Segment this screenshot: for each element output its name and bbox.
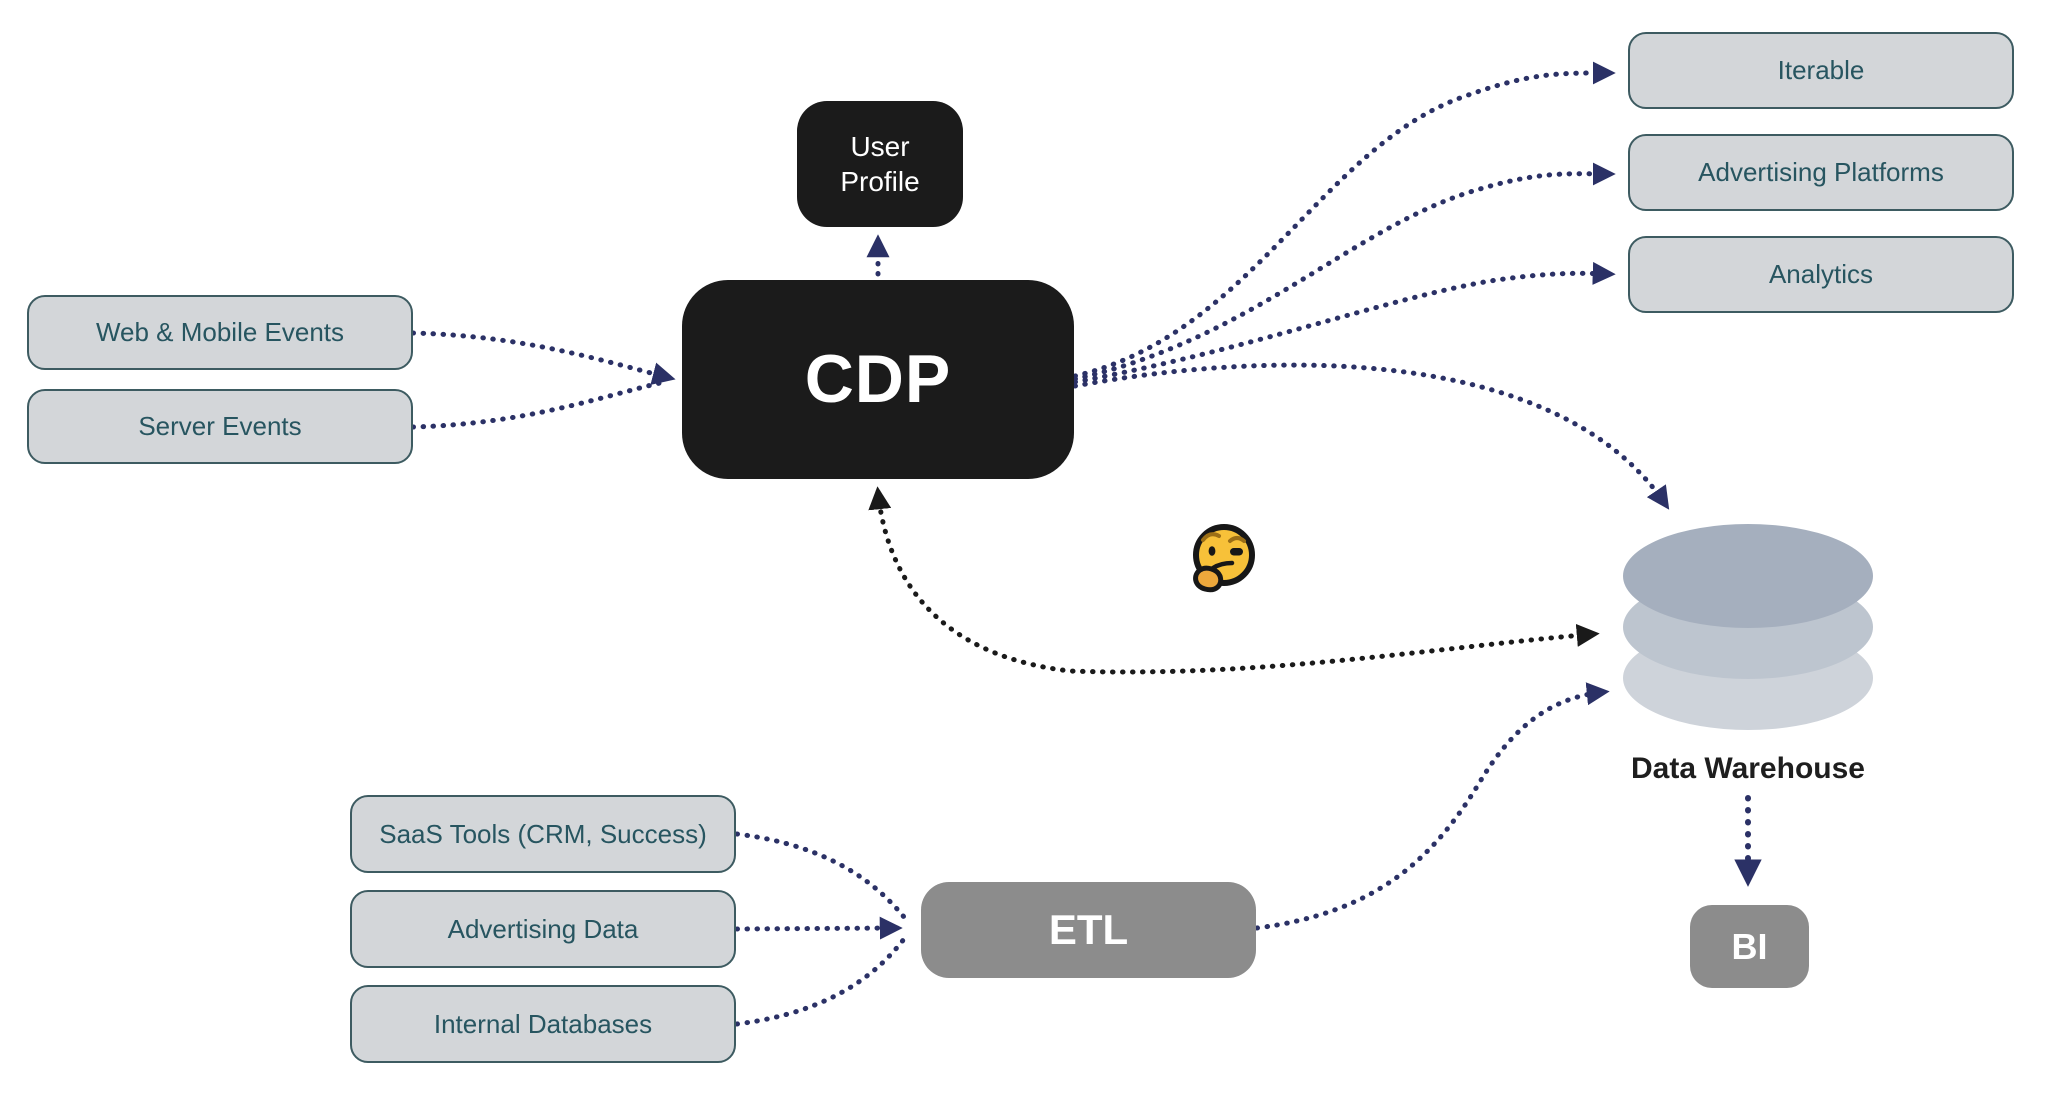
edge-cdp-to-analytics bbox=[1072, 261, 1616, 385]
node-label: Advertising Data bbox=[447, 913, 639, 944]
node-label: Server Events bbox=[138, 411, 302, 442]
node-label: SaaS Tools (CRM, Success) bbox=[379, 818, 707, 849]
node-label: Iterable bbox=[1777, 55, 1865, 86]
database-cylinder-icon bbox=[1623, 524, 1873, 730]
node-analytics: Analytics bbox=[1628, 236, 2014, 313]
edge-advertising-data-to-etl bbox=[734, 916, 903, 940]
edge-internal-databases-to-etl bbox=[734, 936, 907, 1027]
edge-cdp-to-advertising-platforms bbox=[1072, 162, 1616, 382]
node-user-profile: User Profile bbox=[797, 101, 963, 227]
node-internal-databases: Internal Databases bbox=[350, 985, 736, 1063]
edge-web-mobile-events-to-cdp bbox=[410, 330, 676, 385]
node-label: User Profile bbox=[840, 131, 920, 197]
node-label: ETL bbox=[1048, 905, 1129, 953]
node-web-mobile-events: Web & Mobile Events bbox=[27, 295, 413, 370]
edge-etl-to-data-warehouse bbox=[1254, 682, 1610, 931]
node-advertising-platforms: Advertising Platforms bbox=[1628, 134, 2014, 211]
node-label: Analytics bbox=[1768, 259, 1874, 290]
node-label: Internal Databases bbox=[433, 1008, 653, 1039]
node-label: CDP bbox=[804, 341, 952, 417]
node-bi: BI bbox=[1690, 905, 1809, 988]
edge-server-events-to-cdp bbox=[410, 380, 663, 430]
edge-cdp-to-data-warehouse bbox=[1072, 362, 1670, 510]
node-saas-tools: SaaS Tools (CRM, Success) bbox=[350, 795, 736, 873]
node-iterable: Iterable bbox=[1628, 32, 2014, 109]
data-warehouse-label: Data Warehouse bbox=[1631, 752, 1865, 785]
node-server-events: Server Events bbox=[27, 389, 413, 464]
node-etl: ETL bbox=[921, 882, 1256, 978]
node-label: BI bbox=[1731, 926, 1768, 967]
edge-cdp-to-iterable bbox=[1072, 61, 1616, 379]
node-cdp: CDP bbox=[682, 280, 1074, 479]
node-label: Advertising Platforms bbox=[1698, 157, 1944, 188]
node-label: Web & Mobile Events bbox=[95, 317, 345, 348]
edge-saas-tools-to-etl bbox=[734, 831, 907, 920]
node-advertising-data: Advertising Data bbox=[350, 890, 736, 968]
thinking-face-icon bbox=[1193, 524, 1255, 593]
